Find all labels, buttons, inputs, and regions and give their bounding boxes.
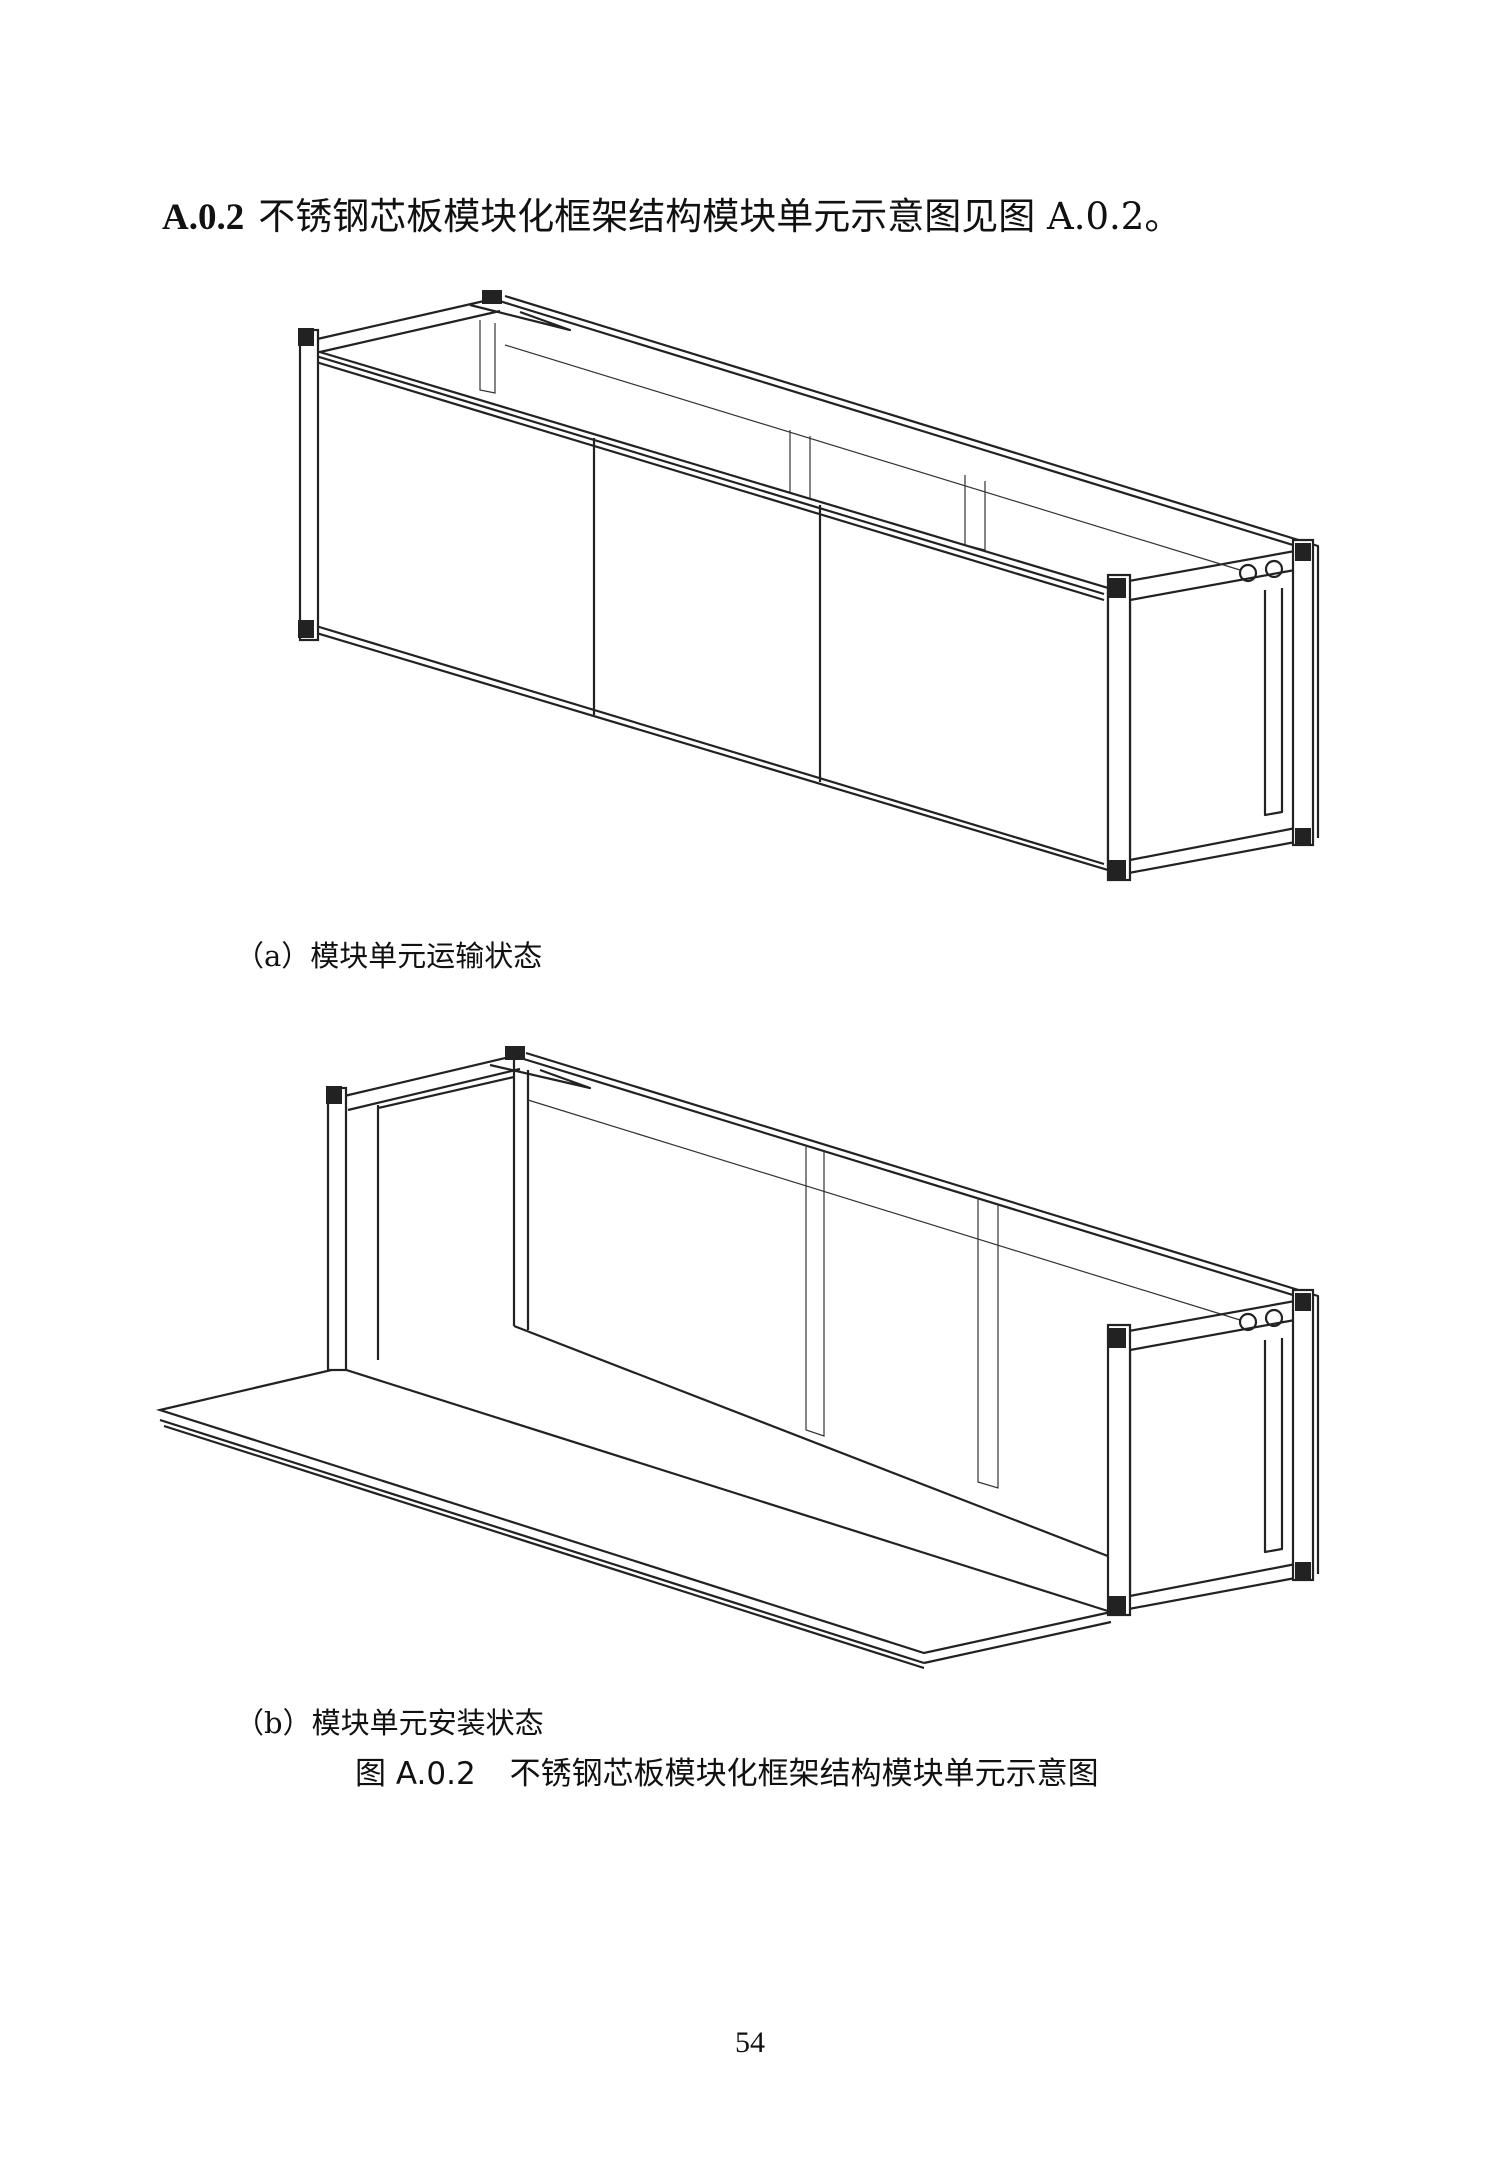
section-heading: A.0.2 不锈钢芯板模块化框架结构模块单元示意图见图 A.0.2。	[162, 186, 1181, 240]
page-number: 54	[735, 2026, 765, 2059]
section-text: 不锈钢芯板模块化框架结构模块单元示意图见图 A.0.2。	[258, 195, 1182, 238]
figure-caption: 图 A.0.2 不锈钢芯板模块化框架结构模块单元示意图	[355, 1748, 1099, 1793]
drawing-installed-state	[155, 1046, 1320, 1670]
subcaption-a: （a）模块单元运输状态	[235, 939, 543, 973]
figure-number: 图 A.0.2	[355, 1756, 476, 1792]
section-number: A.0.2	[162, 197, 245, 238]
figure-title: 不锈钢芯板模块化框架结构模块单元示意图	[509, 1756, 1099, 1792]
subcaption-b: （b）模块单元安装状态	[235, 1706, 544, 1740]
drawing-transport-state	[298, 290, 1320, 882]
